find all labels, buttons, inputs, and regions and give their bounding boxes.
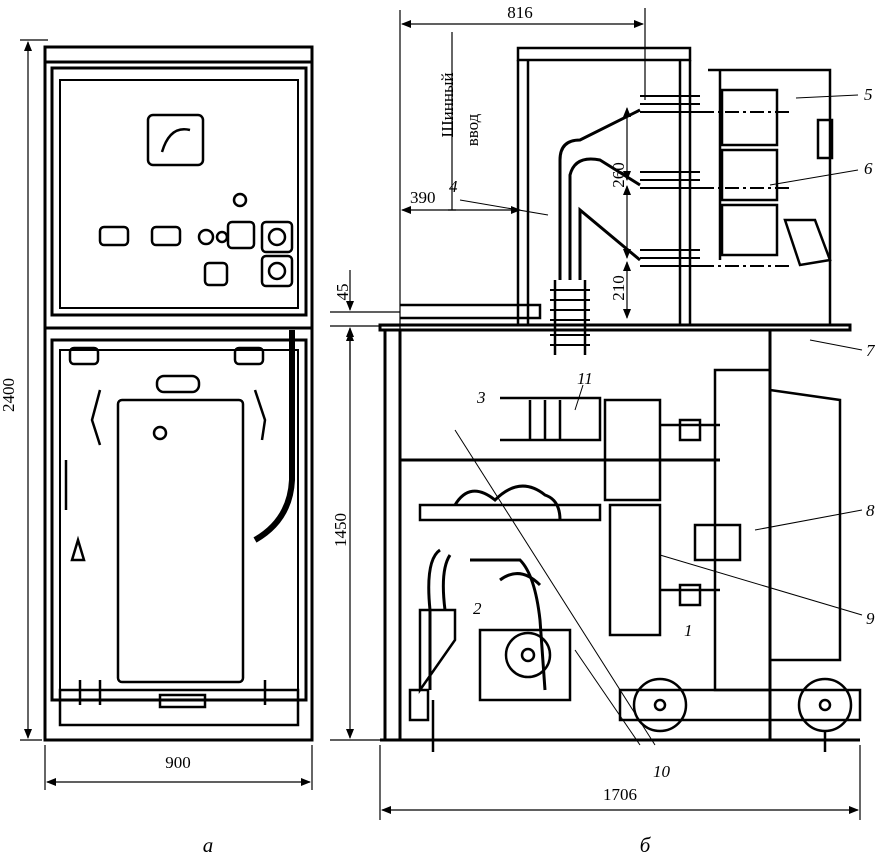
side-frame-outline: [378, 323, 860, 742]
callout-9: 9: [866, 609, 875, 628]
side-breaker-truck: [500, 368, 862, 752]
dim-depth-total: 1706: [603, 785, 637, 804]
dim-height-total: 2400: [0, 378, 18, 412]
caption-front-view: а: [203, 833, 214, 856]
dim-upper-depth: 816: [507, 3, 533, 22]
front-lower-door: [58, 330, 300, 727]
dim-phase-spacing: 260: [609, 162, 628, 188]
callout-11: 11: [577, 369, 593, 388]
callout-4: 4: [449, 177, 458, 196]
side-insulators: [550, 95, 790, 355]
callout-1: 1: [684, 621, 693, 640]
dim-lower-height: 1450: [331, 513, 350, 547]
front-panel-instruments: [98, 113, 294, 288]
side-cable-compartment: [408, 484, 602, 752]
callout-6: 6: [864, 159, 873, 178]
callout-10: 10: [653, 762, 671, 781]
side-view: 816 390 45 1450 260 210 1706 Шинный ввод…: [330, 3, 876, 856]
side-leader-lines: [454, 94, 863, 746]
dim-insulator-offset: 210: [609, 275, 628, 301]
callout-5: 5: [864, 85, 873, 104]
front-dimension-lines: [20, 39, 313, 790]
callout-8: 8: [866, 501, 875, 520]
busbar-label-line2: ввод: [463, 113, 482, 146]
callout-7: 7: [866, 341, 876, 360]
callout-3: 3: [476, 388, 486, 407]
front-cabinet-outline: [43, 45, 314, 742]
side-dimension-lines: [330, 8, 861, 820]
dim-width-front: 900: [165, 753, 191, 772]
caption-side-view: б: [640, 833, 652, 856]
callout-2: 2: [473, 599, 482, 618]
dim-busbar-offset: 390: [410, 188, 436, 207]
dim-gap: 45: [333, 284, 352, 301]
busbar-label-line1: Шинный: [438, 73, 457, 138]
front-view: 2400 900 а: [0, 39, 314, 856]
